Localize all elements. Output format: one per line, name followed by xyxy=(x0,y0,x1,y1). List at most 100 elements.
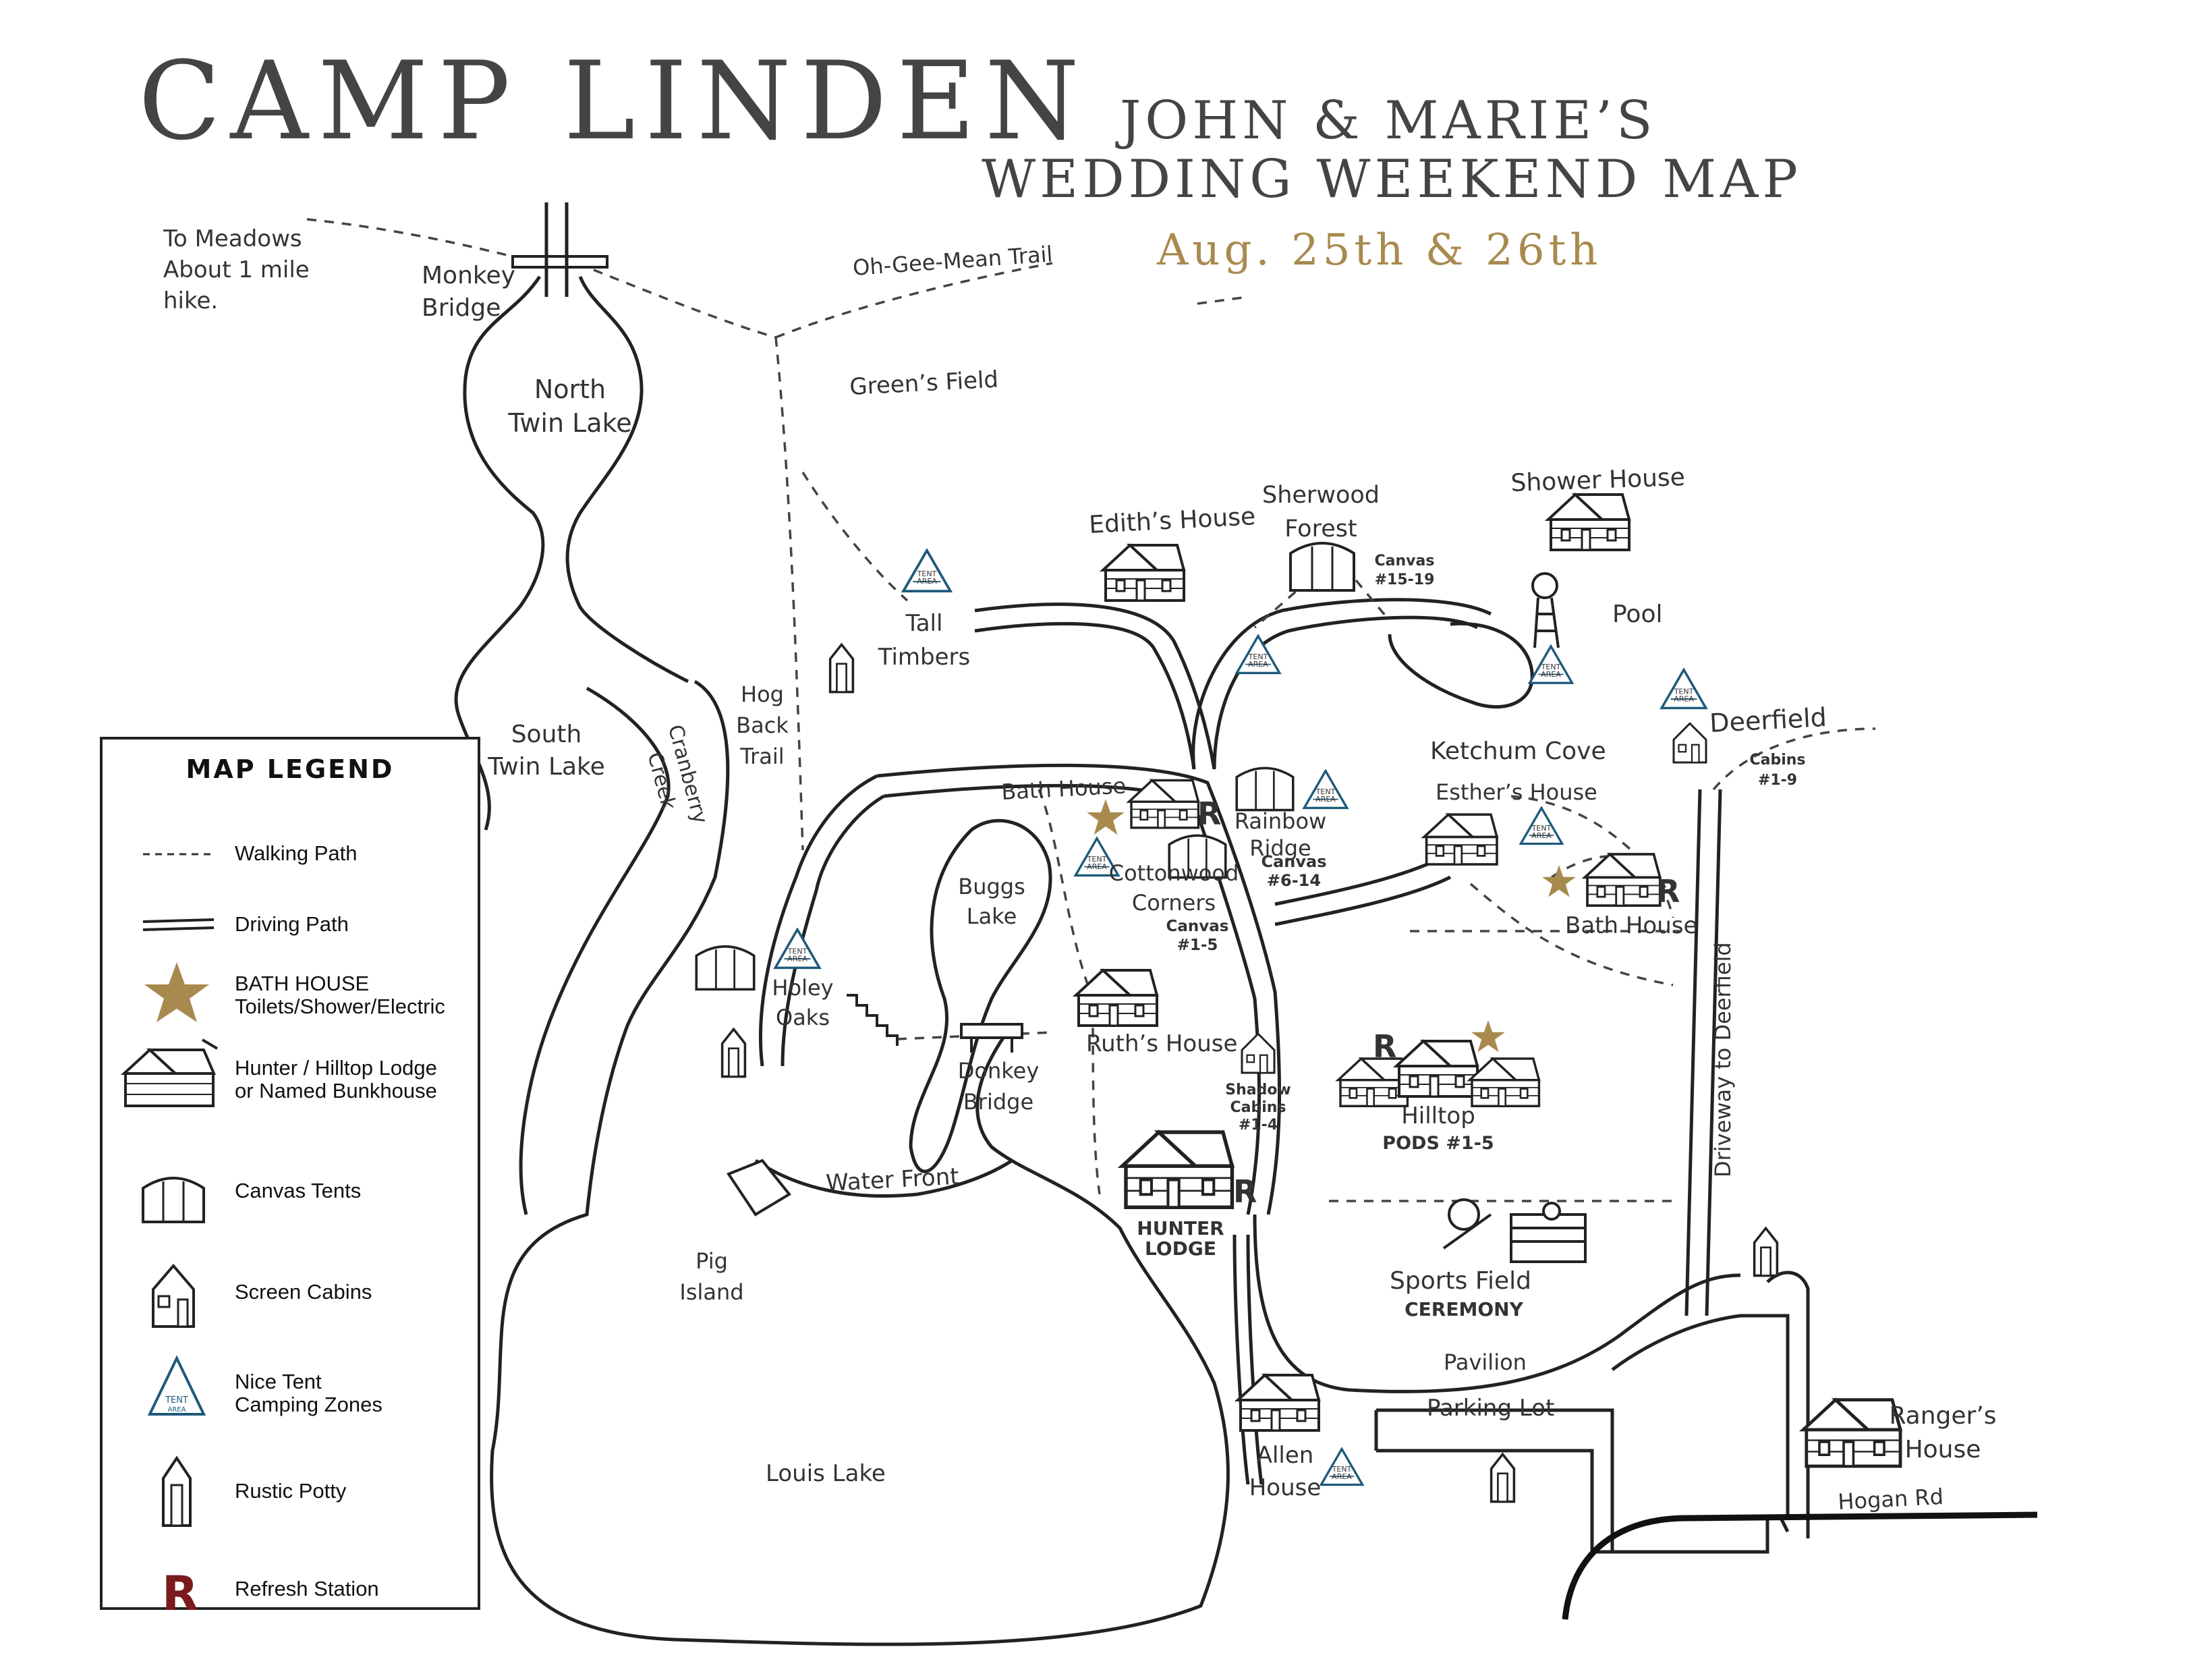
rangers-house-icon xyxy=(1803,1400,1900,1466)
svg-text:TENT: TENT xyxy=(165,1395,188,1405)
north-twin-lake xyxy=(454,275,689,831)
legend-label: Refresh Station xyxy=(235,1577,379,1600)
pool-ladder-icon xyxy=(1531,572,1560,648)
canvas-tent-icon xyxy=(116,1151,224,1232)
map-dates: Aug. 25th & 26th xyxy=(1156,225,1602,275)
holey-oaks-stairs xyxy=(847,994,899,1046)
legend-label: Driving Path xyxy=(235,912,349,936)
label-ediths-house: Edith’s House xyxy=(1088,503,1256,539)
label-pods: PODS #1-5 xyxy=(1382,1133,1494,1154)
legend-row-screen-cabin: Screen Cabins xyxy=(103,1252,478,1340)
label-deerfield: Deerfield xyxy=(1709,702,1827,738)
tall-timbers-potty-icon xyxy=(828,643,855,694)
hilltop-lodge-icon-b xyxy=(1396,1041,1477,1096)
louis-lake-outline xyxy=(490,679,1230,1646)
screen-cabin-icon xyxy=(116,1252,224,1333)
monkey-bridge-structure xyxy=(511,202,608,297)
legend-label: Nice Tent Camping Zones xyxy=(235,1370,382,1416)
label-esthers-house: Esther’s House xyxy=(1436,779,1597,805)
legend-row-canvas-tent: Canvas Tents xyxy=(103,1151,478,1239)
hogan-rd xyxy=(1562,1511,2038,1620)
hilltop-lodge-icon-c xyxy=(1468,1057,1541,1108)
label-bath-house-2: Bath House xyxy=(1565,912,1697,939)
ruths-house-icon xyxy=(1075,969,1158,1027)
refresh-mark-bath-house-2: R xyxy=(1656,873,1680,910)
water-features xyxy=(454,275,1230,1646)
donkey-bridge-structure xyxy=(960,1023,1023,1053)
shadow-cabins-icon xyxy=(1241,1032,1276,1074)
legend-label: Hunter / Hilltop Lodge or Named Bunkhous… xyxy=(235,1056,437,1103)
hunter-lodge-icon xyxy=(1123,1132,1232,1207)
sherwood-canvas-icon xyxy=(1289,542,1355,592)
esthers-house-icon xyxy=(1423,813,1498,866)
bath-house-star-icon-3 xyxy=(1471,1020,1505,1053)
label-driveway: Driveway to Deerfield xyxy=(1710,942,1736,1177)
legend-label: BATH HOUSE Toilets/Shower/Electric xyxy=(235,972,445,1018)
label-sports-field: Sports Field xyxy=(1390,1267,1531,1295)
legend-label: Screen Cabins xyxy=(235,1280,372,1304)
driveway-potty-icon xyxy=(1753,1227,1779,1277)
svg-text:AREA: AREA xyxy=(168,1406,186,1414)
label-louis-lake: Louis Lake xyxy=(766,1460,886,1487)
south-twin-lake-edge xyxy=(519,686,671,1215)
allen-house-icon xyxy=(1237,1374,1320,1432)
label-canvas-6-14: Canvas#6-14 xyxy=(1261,852,1326,890)
buggs-lake xyxy=(909,818,1052,1173)
label-hilltop: Hilltop xyxy=(1401,1103,1475,1129)
legend-row-double-line: Driving Path xyxy=(103,885,478,972)
label-oh-gee-mean-trail: Oh-Gee-Mean Trail xyxy=(852,241,1054,281)
label-pool: Pool xyxy=(1612,601,1662,628)
label-canvas-15-19: Canvas#15-19 xyxy=(1375,553,1435,588)
legend-label: Walking Path xyxy=(235,841,358,865)
label-ceremony: CEREMONY xyxy=(1405,1298,1523,1320)
legend-row-star: BATH HOUSE Toilets/Shower/Electric xyxy=(103,952,478,1040)
map-subtitle-line2: WEDDING WEEKEND MAP xyxy=(982,149,1802,210)
label-bath-house-1: Bath House xyxy=(1000,773,1127,805)
potty-icon xyxy=(116,1451,224,1532)
star-icon xyxy=(116,952,224,1033)
holey-oaks-canvas-icon xyxy=(695,945,756,991)
holey-oaks-potty-icon xyxy=(720,1028,747,1078)
refresh-mark-hilltop: R xyxy=(1373,1028,1396,1065)
sports-equipment-icon xyxy=(1442,1198,1587,1263)
legend-label: Rustic Potty xyxy=(235,1479,347,1503)
bath-house-1-icon xyxy=(1127,779,1200,829)
label-greens-field: Green’s Field xyxy=(849,366,999,401)
bath-house-star-icon-2 xyxy=(1542,865,1576,897)
bath-house-2-icon xyxy=(1583,853,1662,908)
dashed-line-icon xyxy=(116,814,224,895)
legend-row-lodge: Hunter / Hilltop Lodge or Named Bunkhous… xyxy=(103,1036,478,1124)
map-title: CAMP LINDEN xyxy=(138,38,1089,164)
label-water-front: Water Front xyxy=(825,1163,959,1197)
legend-title: MAP LEGEND xyxy=(186,754,395,784)
